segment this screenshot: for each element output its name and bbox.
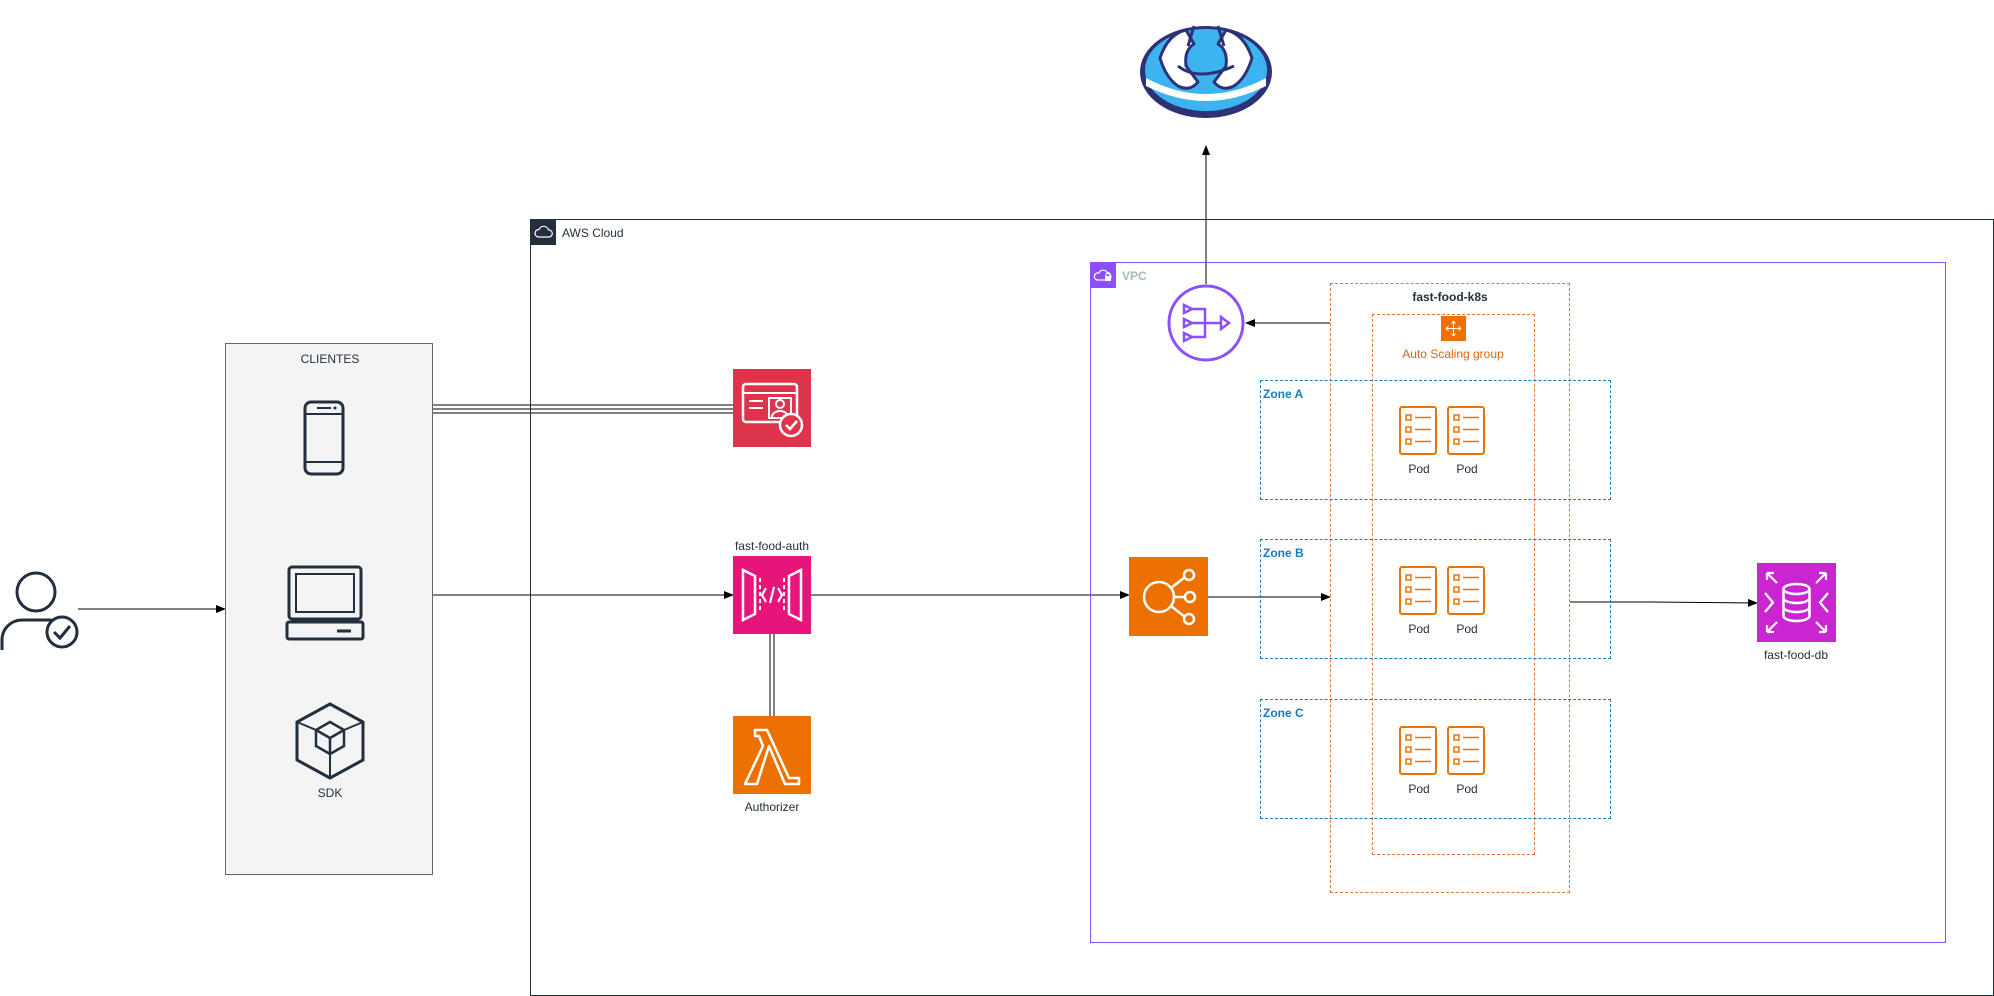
pod-icon [1446,566,1486,616]
zone-a: Zone A [1260,380,1611,500]
cluster-to-db-arrow [1570,598,1758,607]
lambda-label: Authorizer [744,800,800,814]
zone-a-title: Zone A [1263,387,1304,401]
zone-b: Zone B [1260,539,1611,659]
load-balancer-icon [1129,557,1208,636]
api-gateway-icon [733,556,811,634]
clients-title: CLIENTES [300,352,360,366]
vpc-cloud-lock-icon [1091,263,1116,288]
lambda-icon [733,716,811,794]
zone-c: Zone C [1260,699,1611,819]
pod-label: Pod [1408,462,1430,476]
pod-label: Pod [1456,622,1478,636]
zone-b-title: Zone B [1263,546,1304,560]
handshake-logo-icon [1138,16,1274,122]
pod-icon [1446,726,1486,776]
autoscaling-group [1372,314,1535,855]
aws-cloud-title: AWS Cloud [562,226,624,240]
sdk-label: SDK [317,786,343,800]
laptop-icon [285,565,365,643]
rds-label: fast-food-db [1763,648,1829,662]
pod-icon [1446,406,1486,456]
mobile-phone-icon [302,399,348,479]
cloud-icon [531,220,556,245]
vpc-group: VPC [1090,262,1946,943]
pod-label: Pod [1456,782,1478,796]
pod-label: Pod [1408,782,1430,796]
cognito-identity-card-icon [733,369,811,447]
clients-to-cognito-link [433,404,733,414]
pod-label: Pod [1456,462,1478,476]
autoscaling-title: Auto Scaling group [1402,347,1504,361]
api-gateway-label: fast-food-auth [734,539,810,553]
rds-database-icon [1757,563,1836,642]
nat-gateway-icon [1167,284,1245,362]
pod-icon [1398,726,1438,776]
pod-label: Pod [1408,622,1430,636]
zone-c-title: Zone C [1263,706,1304,720]
sdk-cube-icon [295,702,365,780]
k8s-cluster-group [1330,283,1570,893]
autoscaling-icon [1441,316,1466,341]
pod-icon [1398,406,1438,456]
pod-icon [1398,566,1438,616]
api-to-lambda-link [769,634,775,716]
user-check-icon [0,570,80,652]
cluster-title: fast-food-k8s [1412,290,1488,304]
vpc-title: VPC [1122,269,1147,283]
clients-group: CLIENTES [225,343,433,875]
